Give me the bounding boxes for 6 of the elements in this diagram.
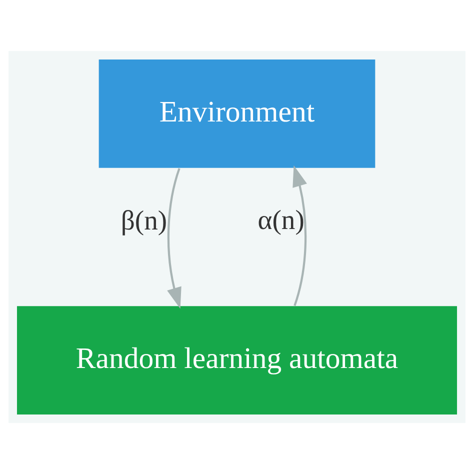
edge-label: α(n)	[258, 204, 304, 236]
node-box: Environment	[98, 60, 376, 168]
node-box: Random learning automata	[17, 306, 457, 414]
arrow	[292, 165, 307, 306]
arrow	[167, 168, 182, 309]
edge-label: β(n)	[120, 204, 168, 236]
